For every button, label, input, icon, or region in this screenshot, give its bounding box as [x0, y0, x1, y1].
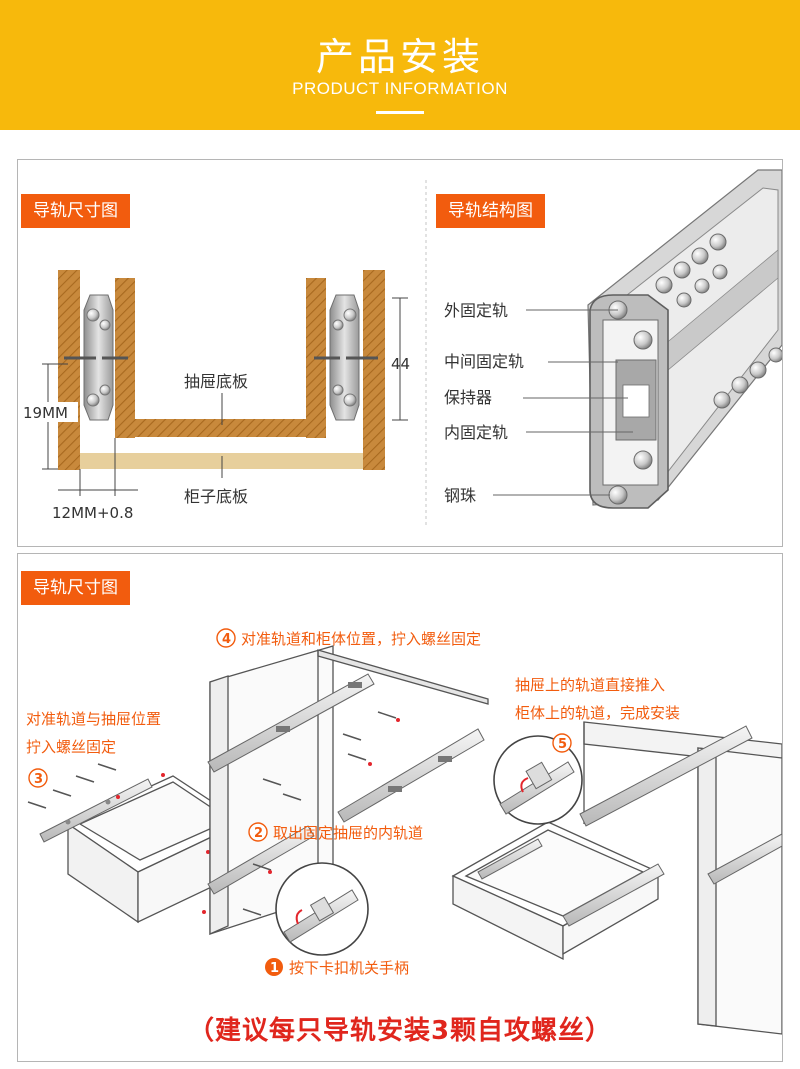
- cabinet-bottom-label: 柜子底板: [184, 487, 248, 506]
- step5-text-line2: 柜体上的轨道，完成安装: [515, 704, 680, 722]
- step3-text-line1: 对准轨道与抽屉位置: [26, 710, 161, 728]
- structure-diagram: 外固定轨 中间固定轨 保持器 内固定轨 钢珠: [444, 169, 782, 509]
- header-banner: 产品安装 PRODUCT INFORMATION: [0, 0, 800, 130]
- step-texts: 按下卡扣机关手柄 取出固定抽屉的内轨道 对准轨道与抽屉位置 拧入螺丝固定 对准轨…: [26, 630, 680, 977]
- badge-5: 5: [558, 737, 567, 752]
- tag-install: 导轨尺寸图: [21, 571, 130, 605]
- badge-1: 1: [270, 961, 279, 976]
- step4-text: 对准轨道和柜体位置，拧入螺丝固定: [241, 630, 481, 648]
- left-slide: [64, 294, 128, 421]
- label-inner-rail: 内固定轨: [444, 423, 508, 442]
- tag-rail-structure: 导轨结构图: [436, 194, 545, 228]
- page-subtitle: PRODUCT INFORMATION: [292, 79, 508, 98]
- cabinet-slides: [207, 673, 485, 895]
- step-badges: 1 2 3 4 5: [28, 628, 572, 976]
- drawer-slide-left: [39, 778, 153, 843]
- step2-text: 取出固定抽屉的内轨道: [273, 824, 423, 842]
- dimension-diagram: 19MM 12MM+0.8 44 抽屉底板 柜子底板: [22, 270, 410, 522]
- screws-left: [27, 763, 117, 809]
- right-height-label: 44: [391, 355, 410, 373]
- badge-2: 2: [254, 826, 263, 841]
- right-slide: [314, 294, 378, 421]
- push-detail-magnifier: [493, 735, 583, 825]
- label-retainer: 保持器: [444, 388, 492, 407]
- page-title: 产品安装: [315, 35, 484, 79]
- screw-recommendation-caption: （建议每只导轨安装3颗自攻螺丝）: [187, 1016, 613, 1046]
- label-middle-rail: 中间固定轨: [444, 352, 524, 371]
- badge-3: 3: [34, 772, 43, 787]
- step1-text: 按下卡扣机关手柄: [289, 959, 409, 977]
- drawer-bottom-board: [115, 419, 326, 437]
- label-outer-rail: 外固定轨: [444, 301, 508, 320]
- step3-text-line2: 拧入螺丝固定: [26, 738, 116, 756]
- tag-rail-dimensions: 导轨尺寸图: [21, 194, 130, 228]
- install-drawings: 1 2 3 4 5 按下卡扣机关手柄 取出固定抽屉的内轨道 对准轨道与抽屉位置 …: [26, 628, 782, 1035]
- step5-text-line1: 抽屉上的轨道直接推入: [515, 676, 665, 694]
- cabinet-right-slides: [579, 725, 782, 885]
- install-panel: 1 2 3 4 5 按下卡扣机关手柄 取出固定抽屉的内轨道 对准轨道与抽屉位置 …: [17, 553, 783, 1062]
- drawer-right-slides: [477, 838, 665, 927]
- clip-detail-magnifier: [275, 862, 369, 956]
- title-underline: [376, 111, 424, 114]
- top-panel-drawings: 19MM 12MM+0.8 44 抽屉底板 柜子底板: [22, 169, 782, 526]
- badge-4: 4: [222, 632, 231, 647]
- screws-middle: [242, 711, 397, 916]
- cabinet-left-wall: [58, 270, 80, 470]
- cabinet-right-wall: [363, 270, 385, 470]
- width-label: 12MM+0.8: [52, 504, 133, 522]
- drawer-bottom-label: 抽屉底板: [184, 372, 248, 391]
- cabinet-right: [583, 721, 782, 1035]
- cabinet-bottom-board: [80, 453, 383, 469]
- height-label: 19MM: [23, 404, 68, 422]
- label-steel-ball: 钢珠: [444, 486, 476, 505]
- top-panel: 19MM 12MM+0.8 44 抽屉底板 柜子底板: [17, 159, 783, 547]
